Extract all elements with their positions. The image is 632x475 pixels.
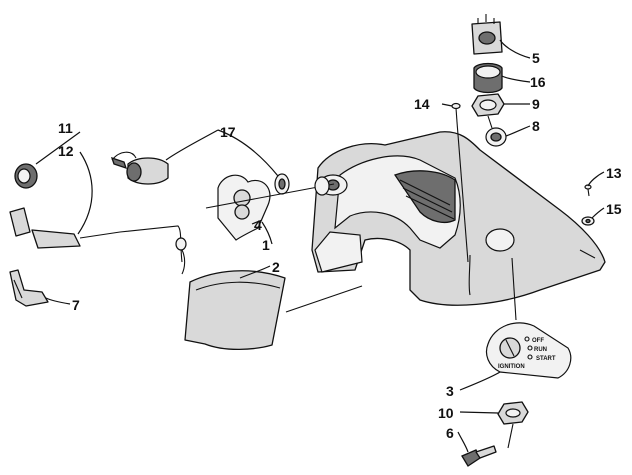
screw-13 <box>584 184 592 197</box>
screw-14 <box>451 102 469 263</box>
callout-10: 10 <box>438 405 454 421</box>
nut-9 <box>471 93 505 117</box>
dash-bezel <box>217 174 271 241</box>
accessory-socket <box>110 151 169 185</box>
callout-8: 8 <box>532 118 540 134</box>
console-housing <box>311 131 606 306</box>
washer-15 <box>581 216 595 226</box>
callout-leaders <box>35 39 605 453</box>
callout-15: 15 <box>606 201 622 217</box>
callout-3: 3 <box>446 383 454 399</box>
nut-10 <box>497 401 529 425</box>
locknut-17 <box>274 173 290 195</box>
plate-label-run: RUN <box>534 347 547 353</box>
sleeve-16 <box>473 62 503 94</box>
callout-1: 1 <box>262 237 270 253</box>
plate-label-start: START <box>536 356 556 362</box>
callout-4: 4 <box>254 217 262 233</box>
lower-cover <box>184 270 363 351</box>
ignition-switch <box>471 14 503 55</box>
lockwasher-8 <box>485 127 507 147</box>
callout-6: 6 <box>446 425 454 441</box>
callout-14: 14 <box>414 96 430 112</box>
callout-2: 2 <box>272 259 280 275</box>
choke-cable <box>9 207 187 275</box>
callout-13: 13 <box>606 165 622 181</box>
callout-16: 16 <box>530 74 546 90</box>
callout-7: 7 <box>72 297 80 313</box>
choke-knob <box>14 163 38 189</box>
callout-11: 11 <box>58 120 73 136</box>
callout-9: 9 <box>532 96 540 112</box>
callout-17: 17 <box>220 124 236 140</box>
plate-label-ignition: IGNITION <box>498 364 525 370</box>
ignition-key <box>461 445 497 467</box>
callout-5: 5 <box>532 50 540 66</box>
callout-labels: 5 16 9 8 14 17 13 15 4 1 2 11 12 7 3 10 … <box>58 50 622 441</box>
socket-shaft <box>205 176 335 209</box>
choke-lever <box>9 269 49 307</box>
callout-12: 12 <box>58 143 74 159</box>
ignition-plate: OFF RUN START IGNITION <box>485 322 572 379</box>
plate-label-off: OFF <box>532 338 544 344</box>
